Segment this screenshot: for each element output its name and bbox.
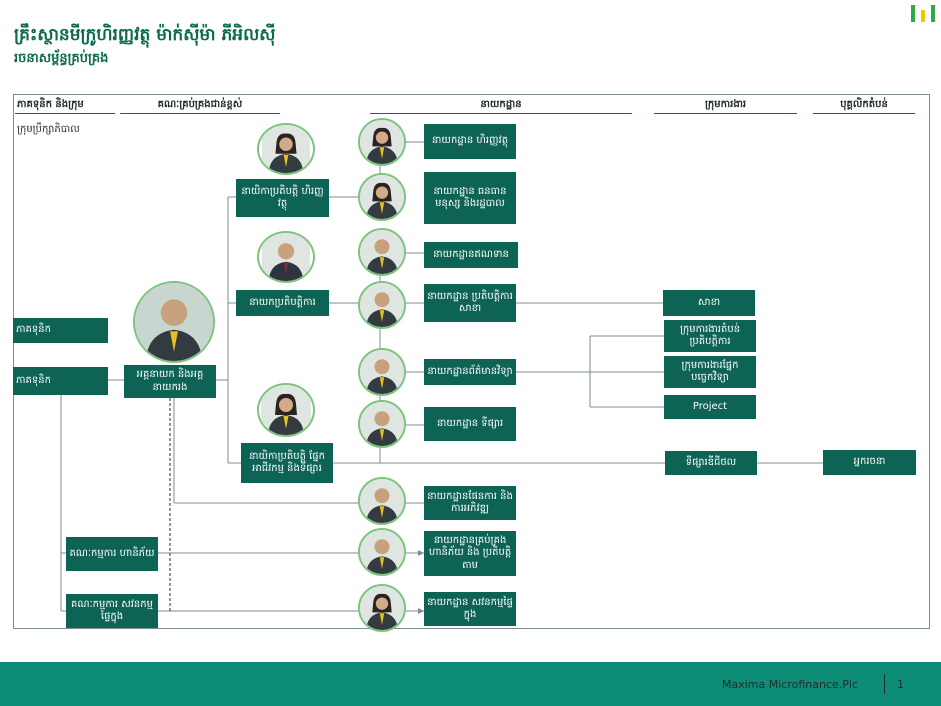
column-underline (120, 113, 280, 114)
ceo-photo (133, 281, 215, 363)
it-dept-box: នាយកដ្ឋានព័ត៌មានវិទ្យា (424, 359, 516, 385)
cfo-photo (257, 123, 315, 175)
column-header-teams: ក្រុមការងារ (704, 99, 747, 110)
risk-committee-box: គណៈកម្មការ ហានិភ័យ (66, 537, 158, 571)
ops-head-photo (358, 281, 406, 329)
column-underline (813, 113, 915, 114)
coo-photo (257, 231, 315, 283)
branch-box: សាខា (663, 290, 755, 316)
shareholder-box: ភាគទុនិក (13, 367, 108, 395)
page-subtitle: រចនាសម្ព័ន្ធគ្រប់គ្រង (14, 51, 109, 66)
footer-separator (884, 674, 885, 694)
team-box: ក្រុមការងារតំបន់ ប្រតិបត្តិការ (664, 320, 756, 352)
bdo-box: នាយិកាប្រតិបត្តិ ផ្នែកអាជីវកម្ម និងទីផ្ស… (241, 443, 333, 483)
shareholder-box: ភាគទុនិក (13, 318, 108, 343)
org-chart-frame (13, 94, 930, 629)
column-header-shareholders: ភាគទុនិក និងក្រុម (17, 99, 84, 110)
audit-head-photo (358, 584, 406, 632)
risk-dept-box: នាយកដ្ឋានគ្រប់គ្រង ហានិភ័យ និង ប្រតិបត្ត… (424, 531, 516, 576)
planning-dept-box: នាយកដ្ឋានផែនការ និងការអភិវឌ្ឍ (424, 486, 516, 520)
credit-head-photo (358, 228, 406, 276)
audit-committee-box: គណៈកម្មការ សវនកម្មផ្ទៃក្នុង (66, 594, 158, 628)
page-title: គ្រឹះស្ថានមីក្រូហិរញ្ញវត្ថុ ម៉ាក់ស៊ីម៉ា … (14, 25, 276, 45)
board-label: ក្រុមប្រឹក្សាភិបាល (17, 124, 80, 135)
column-header-senior-management: គណៈគ្រប់គ្រងជាន់ខ្ពស់ (157, 99, 243, 110)
column-underline (370, 113, 632, 114)
footer-bar (0, 662, 941, 706)
logo-icon (910, 2, 936, 24)
coo-box: នាយកប្រតិបត្តិការ (236, 290, 329, 316)
footer-company-name: Maxima Microfinance.Plc (722, 678, 859, 691)
column-underline (15, 113, 115, 114)
credit-dept-box: នាយកដ្ឋានឥណទាន (424, 242, 518, 268)
ops-dept-box: នាយកដ្ឋាន ប្រតិបត្តិការសាខា (424, 284, 516, 322)
bdo-photo (257, 383, 315, 437)
it-head-photo (358, 348, 406, 396)
digital-team-box: ទីផ្សារឌីជីថល (665, 451, 757, 475)
audit-dept-box: នាយកដ្ឋាន សវនកម្មផ្ទៃក្នុង (424, 592, 516, 626)
team-box: ក្រុមការងារផ្នែក បច្ចេកវិទ្យា (664, 356, 756, 388)
hr-dept-box: នាយកដ្ឋាន ធនធានមនុស្ស និងរដ្ឋបាល (424, 172, 516, 224)
ceo-box: អគ្គនាយក និងអគ្គនាយករង (124, 365, 216, 398)
page-number: 1 (897, 678, 904, 691)
risk-head-photo (358, 528, 406, 576)
column-underline (654, 113, 797, 114)
finance-head-photo (358, 118, 406, 166)
column-header-departments: នាយកដ្ឋាន (480, 99, 522, 110)
project-box: Project (664, 395, 756, 419)
hr-head-photo (358, 173, 406, 221)
finance-dept-box: នាយកដ្ឋាន ហិរញ្ញវត្ថុ (424, 124, 516, 159)
field-staff-box: អ្នករចនា (823, 450, 916, 475)
column-header-regional-staff: បុគ្គលិកតំបន់ (840, 99, 888, 110)
marketing-head-photo (358, 400, 406, 448)
cfo-box: នាយិកាប្រតិបត្តិ ហិរញ្ញវត្ថុ (236, 179, 329, 217)
planning-head-photo (358, 477, 406, 525)
marketing-dept-box: នាយកដ្ឋាន ទីផ្សារ (424, 407, 516, 441)
